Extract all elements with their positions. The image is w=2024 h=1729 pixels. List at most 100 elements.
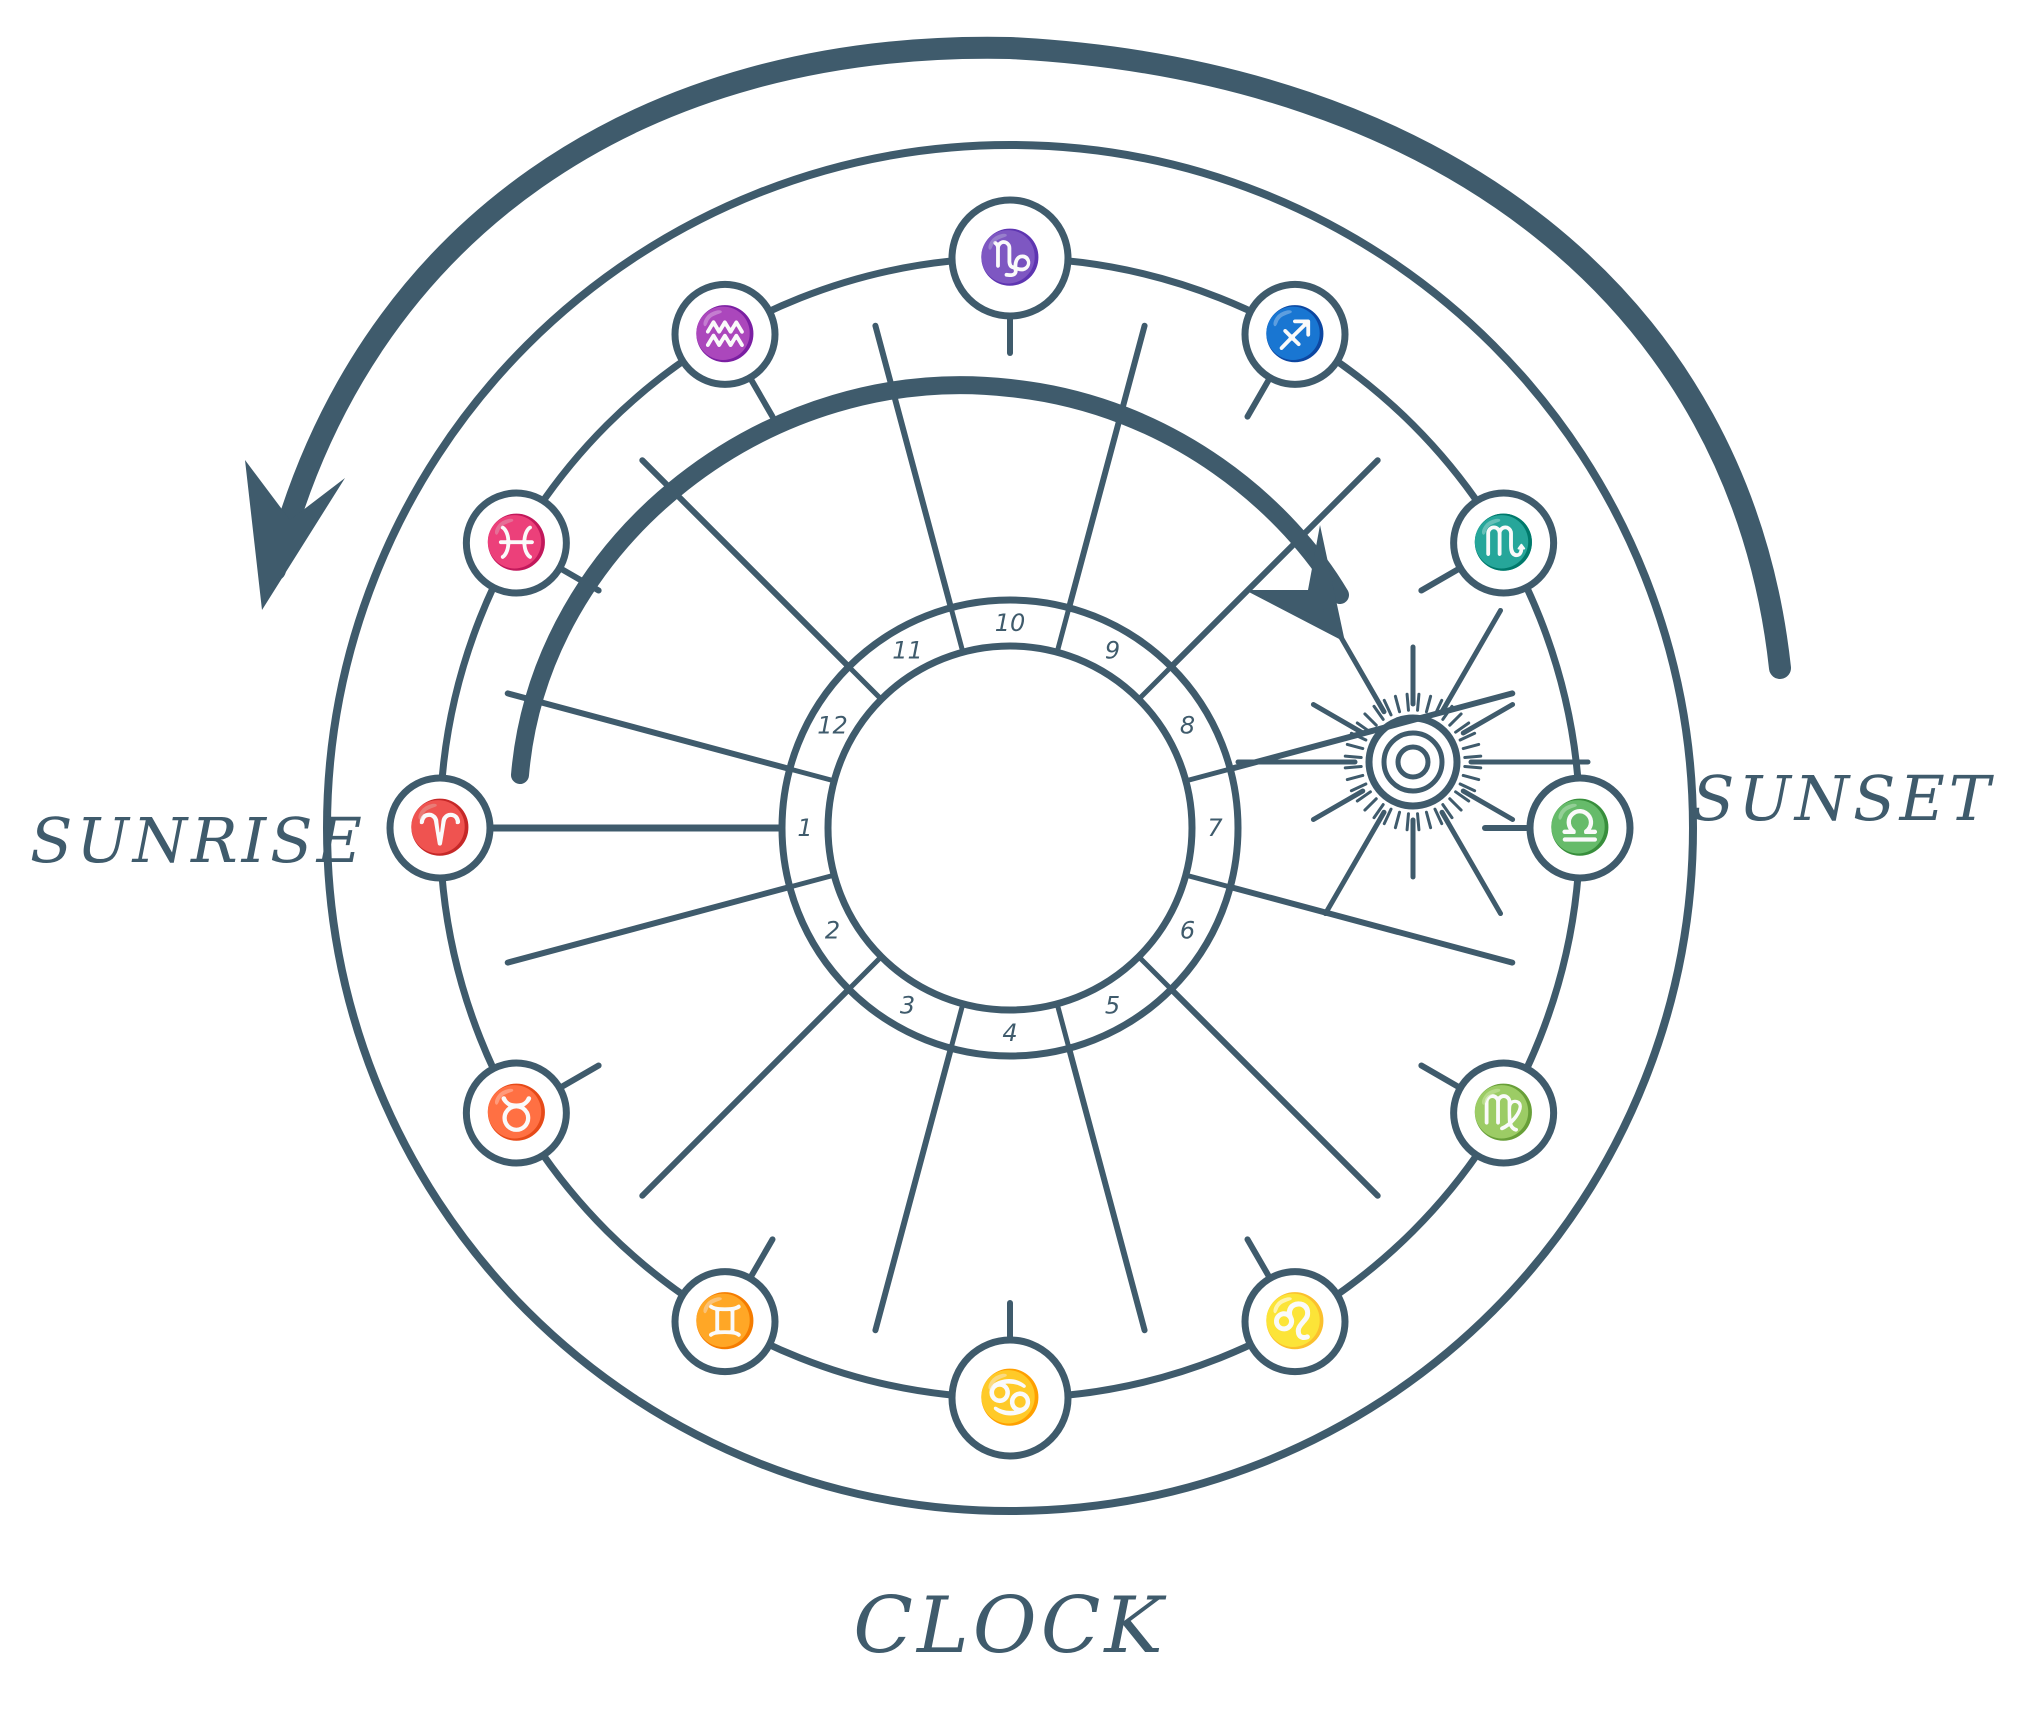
capricorn-sign: ♑ xyxy=(948,196,1072,320)
scorpio-sign: ♏ xyxy=(1450,489,1558,597)
pisces-sign: ♓ xyxy=(462,489,570,597)
sun-fringe xyxy=(1343,765,1363,770)
hour-divider xyxy=(1183,766,1233,784)
counterclockwise-arrow-icon xyxy=(245,36,1791,679)
sun-ray xyxy=(1323,607,1387,715)
sun-fringe xyxy=(1463,754,1483,759)
sun-fringe xyxy=(1393,810,1402,830)
hour-label: 10 xyxy=(995,609,1026,637)
sun-fringe xyxy=(1458,731,1477,742)
sun-fringe xyxy=(1363,712,1378,727)
sun-fringe xyxy=(1448,712,1463,727)
sun-icon xyxy=(1235,607,1591,917)
sun-fringe xyxy=(1372,704,1385,721)
hour-divider xyxy=(1136,954,1174,992)
hour-dividers xyxy=(787,605,1233,1051)
hour-divider xyxy=(787,766,837,784)
gemini-sign: ♊ xyxy=(671,1268,779,1376)
sun-fringe xyxy=(1355,790,1372,803)
sun-fringe xyxy=(1382,698,1393,717)
taurus-glyph: ♉ xyxy=(484,1082,549,1143)
hour-label: 11 xyxy=(892,636,923,664)
sun-fringe xyxy=(1448,797,1463,812)
aries-sign: ♈ xyxy=(386,774,494,882)
gemini-glyph: ♊ xyxy=(693,1291,758,1352)
leo-sign: ♌ xyxy=(1241,1268,1349,1376)
hour-label: 7 xyxy=(1207,814,1223,842)
sun-fringe xyxy=(1463,765,1483,770)
aries-glyph: ♈ xyxy=(408,797,473,858)
sun-fringe xyxy=(1416,812,1421,832)
zodiac-signs: ♈ ♉ ♊ ♋ ♌ ♍ ♎ ♏ ♐ ♑ ♒ ♓ xyxy=(386,196,1634,1460)
hour-label: 9 xyxy=(1105,636,1120,664)
sun-fringe xyxy=(1405,692,1410,712)
clock-center xyxy=(824,642,1196,1014)
hour-divider xyxy=(846,664,884,702)
sun-fringe xyxy=(1355,721,1372,734)
sun-fringe xyxy=(1458,782,1477,793)
leo-glyph: ♌ xyxy=(1263,1291,1328,1352)
hour-label: 6 xyxy=(1180,917,1195,945)
hour-label: 12 xyxy=(817,712,848,740)
clock-title: CLOCK xyxy=(853,1581,1167,1671)
sun-fringe xyxy=(1441,803,1454,820)
spoke xyxy=(1227,884,1516,966)
sun-ray xyxy=(1323,809,1387,917)
spoke xyxy=(504,690,793,772)
hour-label: 8 xyxy=(1180,712,1195,740)
sun-fringe xyxy=(1349,731,1368,742)
hour-divider xyxy=(948,605,966,655)
sun-fringe xyxy=(1345,742,1365,751)
hour-divider xyxy=(948,1001,966,1051)
sun-ray xyxy=(1460,702,1516,736)
hour-label: 3 xyxy=(900,992,915,1020)
taurus-sign: ♉ xyxy=(462,1059,570,1167)
aquarius-glyph: ♒ xyxy=(693,303,758,364)
spoke xyxy=(1066,322,1148,611)
hour-divider xyxy=(1136,664,1174,702)
sun-ray xyxy=(1439,809,1503,917)
capricorn-glyph: ♑ xyxy=(978,227,1043,288)
cancer-sign: ♋ xyxy=(948,1336,1072,1460)
clockwise-arrow-icon xyxy=(511,376,1349,784)
sun-fringe xyxy=(1363,797,1378,812)
hour-label: 5 xyxy=(1105,992,1120,1020)
sun-ray xyxy=(1460,788,1516,822)
spoke xyxy=(872,322,954,611)
libra-sign: ♎ xyxy=(1526,774,1634,882)
sagittarius-glyph: ♐ xyxy=(1263,303,1328,364)
sun-fringe xyxy=(1343,754,1363,759)
sun-ray xyxy=(1439,607,1503,715)
pisces-glyph: ♓ xyxy=(484,512,549,573)
spoke xyxy=(872,1045,954,1334)
hour-divider xyxy=(787,872,837,890)
sun-fringe xyxy=(1345,773,1365,782)
sun-fringe xyxy=(1382,807,1393,826)
virgo-glyph: ♍ xyxy=(1471,1082,1536,1143)
hour-label: 4 xyxy=(1002,1019,1017,1047)
sun-fringe xyxy=(1424,810,1433,830)
scorpio-glyph: ♏ xyxy=(1471,512,1536,573)
sunrise-label: SUNRISE xyxy=(30,804,366,877)
hour-divider xyxy=(846,954,884,992)
hour-label: 2 xyxy=(825,917,840,945)
sun-ray xyxy=(1310,788,1366,822)
sun-ray xyxy=(1310,702,1366,736)
virgo-sign: ♍ xyxy=(1450,1059,1558,1167)
spoke xyxy=(1066,1045,1148,1334)
sun-fringe xyxy=(1461,742,1481,751)
outer-ring xyxy=(323,141,1697,1515)
sun-fringe xyxy=(1454,790,1471,803)
sun-fringe xyxy=(1454,721,1471,734)
hour-divider xyxy=(1183,872,1233,890)
libra-glyph: ♎ xyxy=(1548,797,1613,858)
sun-fringe xyxy=(1349,782,1368,793)
sagittarius-sign: ♐ xyxy=(1241,280,1349,388)
hour-label: 1 xyxy=(797,814,812,842)
aquarius-sign: ♒ xyxy=(671,280,779,388)
sun-fringe xyxy=(1393,694,1402,714)
hour-divider xyxy=(1054,1001,1072,1051)
spoke xyxy=(639,986,852,1199)
